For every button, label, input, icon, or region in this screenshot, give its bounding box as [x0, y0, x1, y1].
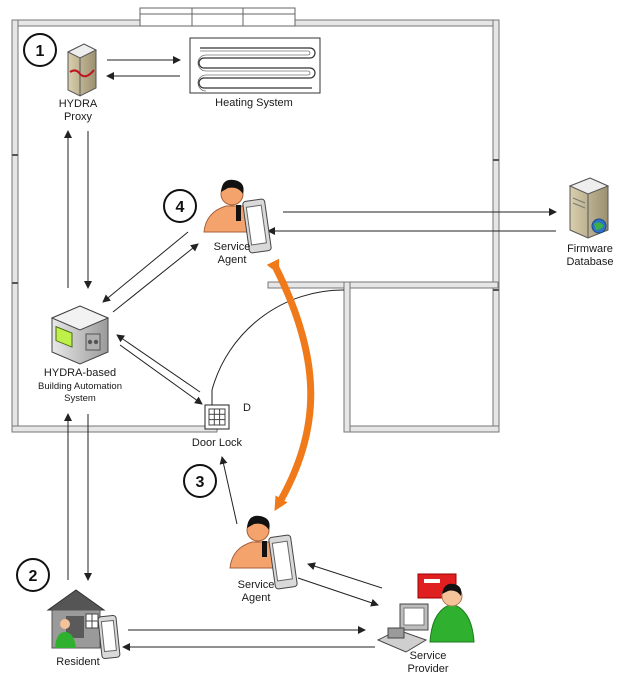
- firmware-database-label-1: Firmware: [567, 243, 613, 255]
- svg-text:4: 4: [176, 199, 185, 216]
- service-provider-label-2: Provider: [408, 663, 449, 675]
- house-resident-icon: [46, 589, 106, 649]
- pda-icon: [242, 198, 272, 254]
- agent-migration-arrow: [266, 258, 315, 512]
- svg-text:3: 3: [196, 474, 205, 491]
- pda-icon: [268, 534, 298, 590]
- service-agent-outside-node: Service Agent: [229, 515, 298, 604]
- building-automation-label-2: Building Automation: [38, 381, 122, 392]
- workstation-icon: [376, 573, 475, 653]
- service-agent-inside-label-2: Agent: [218, 254, 247, 266]
- service-provider-node: Service Provider: [376, 573, 475, 675]
- automation-box-icon: [50, 305, 110, 365]
- building-automation-label-1: HYDRA-based: [44, 367, 116, 379]
- service-agent-outside-label-2: Agent: [242, 592, 271, 604]
- heating-system-label: Heating System: [215, 97, 293, 109]
- service-agent-inside-node: Service Agent: [203, 179, 272, 266]
- top-windows: [139, 7, 296, 27]
- door-lock-node: D Door Lock: [192, 402, 251, 449]
- building-automation-label-3: System: [64, 393, 96, 404]
- database-server-icon: [568, 177, 610, 239]
- service-provider-label-1: Service: [410, 650, 447, 662]
- door-lock-icon: [204, 404, 230, 430]
- building-walls: [11, 7, 500, 433]
- server-icon: [66, 43, 98, 97]
- step-marker-4: 4: [163, 189, 197, 223]
- radiator-icon: [189, 37, 321, 94]
- service-agent-icon: [203, 179, 272, 254]
- resident-node: Resident: [46, 589, 121, 668]
- service-agent-icon: [229, 515, 298, 590]
- service-agent-outside-label-1: Service: [238, 579, 275, 591]
- door-lock-tag: D: [243, 402, 251, 414]
- svg-text:1: 1: [36, 43, 45, 60]
- service-agent-inside-label-1: Service: [214, 241, 251, 253]
- pda-icon: [97, 614, 121, 660]
- hydra-proxy-node: HYDRA Proxy: [59, 43, 98, 123]
- building-automation-node: HYDRA-based Building Automation System: [38, 305, 122, 404]
- step-marker-3: 3: [183, 464, 217, 498]
- svg-text:2: 2: [29, 568, 38, 585]
- step-marker-2: 2: [16, 558, 50, 592]
- step-marker-1: 1: [23, 33, 57, 67]
- hydra-proxy-label-2: Proxy: [64, 111, 93, 123]
- firmware-database-node: Firmware Database: [566, 177, 614, 268]
- hydra-proxy-label-1: HYDRA: [59, 98, 98, 110]
- connection-arrows: [64, 56, 557, 651]
- resident-label: Resident: [56, 656, 99, 668]
- heating-system-node: Heating System: [189, 37, 321, 109]
- door-lock-label: Door Lock: [192, 437, 243, 449]
- firmware-database-label-2: Database: [566, 256, 613, 268]
